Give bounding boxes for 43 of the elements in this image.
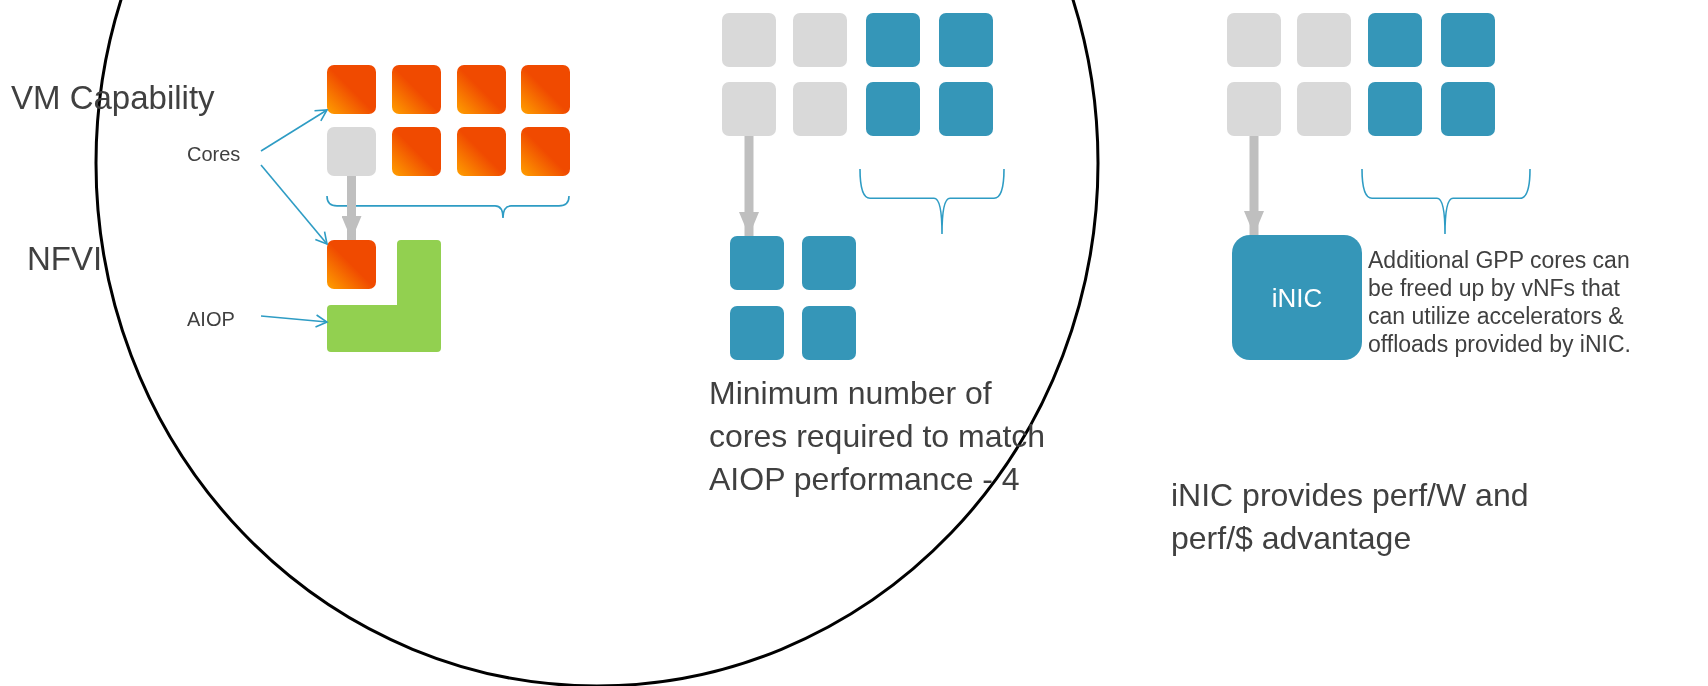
core-square xyxy=(1227,82,1281,136)
core-square xyxy=(722,13,776,67)
core-square xyxy=(730,236,784,290)
core-square xyxy=(327,65,376,114)
core-square xyxy=(457,127,506,176)
core-square xyxy=(866,82,920,136)
core-square xyxy=(793,13,847,67)
core-square xyxy=(722,82,776,136)
core-square xyxy=(392,127,441,176)
core-square xyxy=(521,127,570,176)
core-square xyxy=(939,13,993,67)
core-square xyxy=(1368,82,1422,136)
row-label: NFVI xyxy=(27,239,104,279)
processor-block xyxy=(327,240,441,352)
core-square xyxy=(802,306,856,360)
core-square xyxy=(327,127,376,176)
core-square xyxy=(1441,13,1495,67)
down-arrow xyxy=(1244,136,1264,235)
description-text: iNIC provides perf/W and perf/$ advantage xyxy=(1171,476,1530,559)
down-arrow xyxy=(341,176,362,240)
core-square xyxy=(327,240,376,289)
leader-label: Cores xyxy=(187,143,241,166)
core-square xyxy=(802,236,856,290)
core-square xyxy=(730,306,784,360)
core-square xyxy=(457,65,506,114)
leader-arrow xyxy=(260,164,328,245)
note-text: Additional GPP cores can be freed up by vNFs that can utilize accelerators & offloads provided by iNIC. xyxy=(1368,246,1632,359)
core-square xyxy=(1368,13,1422,67)
leader-arrow xyxy=(260,314,328,328)
core-square xyxy=(866,13,920,67)
node-label: iNIC xyxy=(1270,282,1324,313)
core-square xyxy=(392,65,441,114)
nic-box xyxy=(1232,235,1362,360)
core-square xyxy=(793,82,847,136)
core-square xyxy=(1441,82,1495,136)
core-square xyxy=(521,65,570,114)
down-arrow xyxy=(739,136,759,236)
core-square xyxy=(1297,82,1351,136)
core-square xyxy=(1227,13,1281,67)
core-square xyxy=(939,82,993,136)
core-square xyxy=(1297,13,1351,67)
leader-label: AIOP xyxy=(187,308,235,331)
leader-arrow xyxy=(260,109,328,152)
